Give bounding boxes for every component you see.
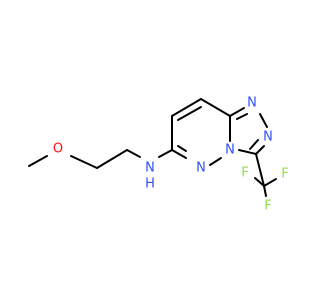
bond-n2-c6-double [177, 145, 187, 152]
bond-n1-n2 [209, 157, 222, 166]
triazole-nitrogen-label-right: N [263, 130, 273, 145]
amine-hydrogen-label: H [145, 177, 155, 192]
bond-n7-c3 [255, 145, 265, 155]
amine-nitrogen-label: N [145, 161, 155, 176]
bond-n7-c3-double [249, 139, 259, 150]
bond-c5-c4-double [177, 106, 202, 121]
bond-c8a-n8 [229, 107, 245, 117]
bond-c3-n4 [238, 149, 257, 155]
bond-c3-cf3 [255, 153, 265, 187]
bond-cf3-f3 [263, 185, 267, 197]
bridgehead-nitrogen-label: N [225, 143, 235, 158]
bond-ch2-nitrogen [126, 149, 141, 158]
bond-c8a-n8-double [236, 113, 248, 120]
oxygen-label: O [53, 142, 63, 157]
bond-c4-c8a [200, 98, 231, 117]
pyridazine-nitrogen-label-left: N [196, 161, 206, 176]
bond-cf3-f1 [263, 178, 277, 187]
bond-n2-c6 [171, 149, 187, 159]
molecule-structure: O N H N N N N F F F [28, 96, 289, 214]
fluorine-label-left: F [241, 166, 248, 181]
bond-methyl-oxygen [28, 155, 48, 167]
fluorine-label-bottom: F [264, 199, 271, 214]
bond-ch2-ch2 [96, 149, 128, 169]
bond-c5-c4 [171, 98, 202, 117]
bond-nh-ring [158, 149, 173, 158]
fluorine-label-right: F [281, 167, 288, 182]
bond-n8-n7 [259, 113, 268, 128]
bond-cf3-f2 [254, 177, 265, 187]
bond-oxygen-ch2 [70, 155, 98, 169]
triazole-nitrogen-label-top: N [247, 96, 257, 111]
